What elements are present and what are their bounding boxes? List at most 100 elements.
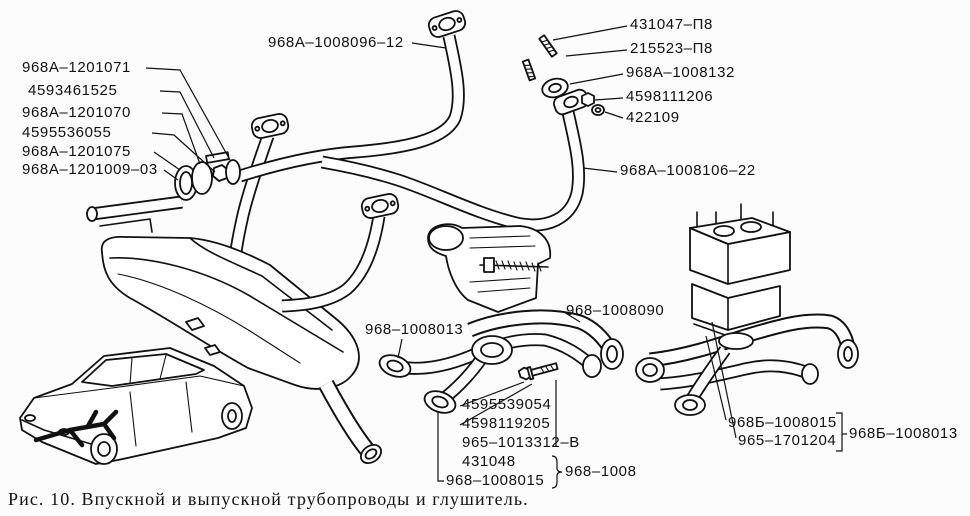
stud-431047-body <box>538 34 558 58</box>
label-gasket-968b-1008015: 968Б–1008015 <box>728 414 837 431</box>
carburetor-top-face <box>689 217 791 245</box>
leader-muffler <box>163 169 179 181</box>
label-assembly-968b-1008013: 968Б–1008013 <box>849 425 958 442</box>
clamp-968a-1201071 <box>225 159 241 185</box>
front-pipe-fill <box>238 35 464 181</box>
muffler-inlet-pipe-lower <box>99 218 153 233</box>
flange-front-pipe-hole <box>438 16 456 32</box>
cylinder-head <box>427 223 552 313</box>
car-headlight <box>24 414 36 422</box>
muffler-inlet-pipe-end <box>86 206 98 222</box>
manifold-stud-threads <box>540 364 555 374</box>
manifold-mount-stud-nut <box>483 257 495 273</box>
stud-215523-threads <box>523 64 536 78</box>
carburetor-throat-1 <box>713 225 735 237</box>
manifold-b-flange-left-port <box>642 363 658 377</box>
rear-pipe-968a-1008106-22 <box>320 110 586 232</box>
label-assembly-968-1008: 968–1008 <box>565 463 637 480</box>
label-exhaust-manifold: 968–1008090 <box>566 302 665 319</box>
cylinder-head-fins <box>469 235 536 293</box>
stud-431047-threads <box>540 39 556 53</box>
clamp-assembly <box>174 151 241 201</box>
manifold-assembly-968-1008 <box>378 309 624 414</box>
flange-front-pipe-bolt-hole <box>456 17 463 23</box>
carburetor-studs <box>696 203 774 233</box>
leader-clamp-968a-1201070 <box>161 112 201 165</box>
leader-nut-4598111206 <box>594 97 624 101</box>
label-stud-215523: 215523–П8 <box>630 40 713 57</box>
car-exhaust-highlight <box>33 409 119 448</box>
gasket-ring-inner <box>548 82 562 94</box>
muffler-seam <box>117 273 301 364</box>
leader-gasket-968-1008015 <box>437 412 444 482</box>
leader-stud-431047 <box>552 25 628 41</box>
flange-left-branch <box>250 113 290 139</box>
flange-left-branch-bolt-hole <box>279 120 286 127</box>
branch-pipe-left-fill <box>231 134 273 253</box>
intake-manifold-flange-right <box>582 354 602 378</box>
label-washer-4598119205: 4598119205 <box>462 415 551 432</box>
label-stud-431047: 431047–П8 <box>630 16 713 33</box>
label-nut-4595536055: 4595536055 <box>22 124 112 141</box>
leader-stud-215523 <box>565 49 628 57</box>
manifold-b-lower-fill <box>659 361 810 389</box>
flange-front-pipe-bolt-hole <box>431 25 438 31</box>
label-nut-4595539054: 4595539054 <box>462 396 552 413</box>
carburetor-assembly-968b <box>635 203 859 416</box>
label-front-pipe: 968А–1008096–12 <box>268 34 404 51</box>
label-spacer-965-1701204: 965–1701204 <box>738 432 837 449</box>
rear-pipe-fill <box>321 111 584 230</box>
leader-bolt-4593461525 <box>159 90 215 159</box>
leader-washer-422109 <box>604 111 624 119</box>
intake-manifold-flange-bottom-port <box>431 395 449 409</box>
flange-muffler-branch-hole <box>371 198 389 214</box>
cylinder-head-cap <box>428 225 464 251</box>
label-bolt-4593461525: 4593461525 <box>28 82 118 99</box>
label-nut-4598111206: 4598111206 <box>626 88 714 105</box>
muffler-hanger <box>185 317 205 331</box>
washer-422109 <box>591 104 605 116</box>
car-rear-wheel-hub <box>227 409 237 423</box>
manifold-stud-965-1013312-v <box>517 362 559 381</box>
label-clamp-968a-1201071: 968А–1201071 <box>22 59 131 76</box>
flange-muffler-branch-bolt-hole <box>389 200 396 207</box>
gasket-968a-1008132 <box>541 77 569 99</box>
leader-exhaust-manifold <box>563 311 581 323</box>
label-stud-965-1013312: 965–1013312–В <box>462 434 580 451</box>
leader-gasket-968b-1008015 <box>705 335 727 421</box>
car-illustration <box>19 347 253 465</box>
leader-front-pipe <box>411 42 447 49</box>
car-door-lines <box>129 381 193 447</box>
car-front-wheel-hub <box>97 441 111 457</box>
label-washer-431048: 431048 <box>462 453 516 470</box>
flange-left-branch-bolt-hole <box>254 125 261 132</box>
muffler-outlet-branch <box>281 214 386 313</box>
clamp-bolt-4593461525 <box>205 151 230 164</box>
exhaust-manifold-flange-right-port <box>606 345 618 363</box>
label-muffler: 968А–1201009–03 <box>22 161 158 178</box>
stud-431047-p8 <box>538 34 558 58</box>
carburetor-throat-2 <box>740 221 762 233</box>
label-rear-pipe: 968А–1008106–22 <box>620 162 756 179</box>
leader-washer-4598119205 <box>459 383 533 426</box>
label-clamp-968a-1201075: 968А–1201075 <box>22 143 131 160</box>
car-windows <box>81 353 205 387</box>
flange-left-branch-hole <box>261 118 279 134</box>
clamp-ring-inner <box>179 171 193 195</box>
washer-422109-inner <box>594 107 602 113</box>
manifold-b-flange-mid <box>801 363 819 385</box>
muffler-ridge-line <box>109 257 344 353</box>
muffler-968a-1201009-03 <box>100 235 383 464</box>
car-window-pillars <box>129 354 167 385</box>
leader-intake-manifold <box>397 338 403 359</box>
muffler-inlet-pipe-fill <box>91 197 183 219</box>
tailpipe-opening <box>364 448 378 460</box>
leader-gasket-968a-1008132 <box>569 73 624 85</box>
bracket-968b-1008013 <box>836 412 847 452</box>
bracket-968-1008 <box>551 455 563 489</box>
manifold-mount-stud-threads <box>495 260 542 272</box>
flange-rear-pipe-hole <box>563 95 579 109</box>
stud-215523-p8 <box>521 58 537 82</box>
leader-spacer-965-1701204 <box>711 321 737 439</box>
